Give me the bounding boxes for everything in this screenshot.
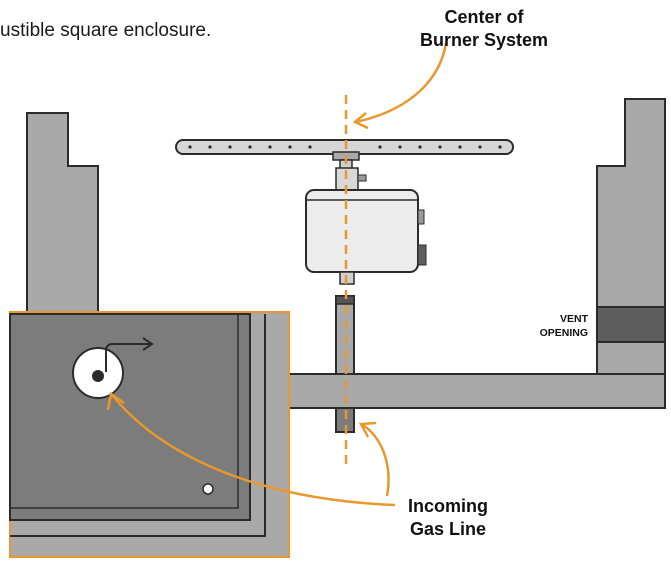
burner-center-label: Center of Burner System <box>384 6 584 51</box>
burner-center-label-line1: Center of <box>444 7 524 27</box>
vent-opening-block <box>596 306 666 343</box>
detail-view-wall <box>10 314 266 537</box>
valve-connector-upper <box>417 209 425 225</box>
intro-text: ustible square enclosure. <box>0 20 212 41</box>
gas-line-arrow-main <box>111 394 396 507</box>
detail-view-panel <box>9 313 251 521</box>
gas-flow-arrow-icon <box>142 337 154 351</box>
left-enclosure-wall <box>26 112 99 321</box>
valve-connector-lower <box>417 244 427 266</box>
gas-line-arrow-pipe <box>362 423 390 497</box>
incoming-gas-label-line2: Gas Line <box>409 518 487 539</box>
burner-center-label-line2: Burner System <box>419 29 549 50</box>
valve-side-knob <box>357 174 367 182</box>
gas-inlet-tube <box>105 343 150 372</box>
burner-ports <box>188 145 502 149</box>
detail-view-hole <box>202 483 214 495</box>
enclosure-floor <box>282 373 666 409</box>
detail-view-rail <box>10 314 239 509</box>
valve-body <box>305 189 419 273</box>
gas-pipe-arrowhead-icon <box>358 421 377 438</box>
right-enclosure-wall <box>596 98 666 409</box>
vent-opening-label: VENT OPENING <box>518 313 588 340</box>
incoming-gas-label: Incoming Gas Line <box>368 495 528 540</box>
gas-inlet-hole <box>92 370 104 382</box>
gas-line-arrowhead-icon <box>106 391 125 411</box>
incoming-gas-label-line1: Incoming <box>408 496 488 516</box>
burner-center-arrowhead-icon <box>352 112 369 130</box>
vent-opening-label-line2: OPENING <box>539 326 588 339</box>
vent-opening-label-line1: VENT <box>559 313 588 325</box>
burner-center-arrow <box>355 42 448 124</box>
